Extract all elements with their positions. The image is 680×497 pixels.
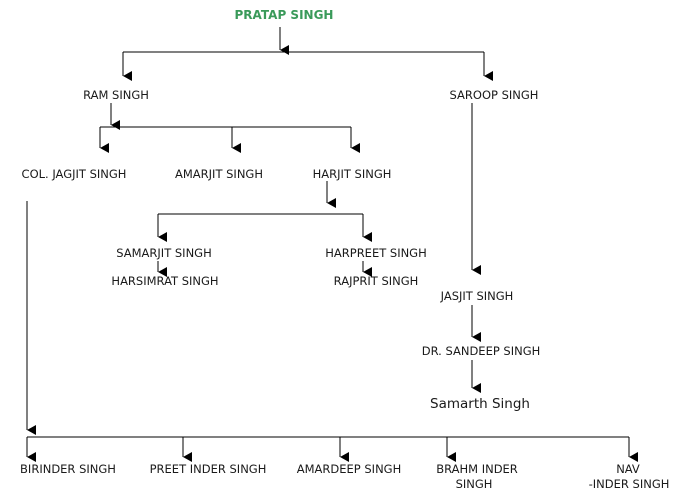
node-brahm-inder-singh-line2: SINGH [456, 477, 493, 491]
node-samarth-singh: Samarth Singh [430, 396, 530, 412]
node-nav-inder-singh-line1: NAV [616, 462, 640, 476]
node-harsimrat-singh: HARSIMRAT SINGH [111, 274, 218, 288]
node-birinder-singh: BIRINDER SINGH [20, 462, 116, 476]
node-dr-sandeep-singh: DR. SANDEEP SINGH [422, 344, 541, 358]
node-amardeep-singh: AMARDEEP SINGH [297, 462, 401, 476]
node-labels: PRATAP SINGH RAM SINGH SAROOP SINGH COL.… [20, 8, 669, 491]
node-brahm-inder-singh-line1: BRAHM INDER [436, 462, 518, 476]
node-ram-singh: RAM SINGH [83, 88, 149, 102]
node-jasjit-singh: JASJIT SINGH [440, 289, 514, 303]
node-col-jagjit-singh: COL. JAGJIT SINGH [22, 167, 127, 181]
connectors [26, 27, 638, 462]
node-saroop-singh: SAROOP SINGH [450, 88, 539, 102]
node-samarjit-singh: SAMARJIT SINGH [116, 246, 211, 260]
node-amarjit-singh: AMARJIT SINGH [175, 167, 263, 181]
node-nav-inder-singh-line2: -INDER SINGH [589, 477, 670, 491]
node-preet-inder-singh: PREET INDER SINGH [150, 462, 267, 476]
node-pratap-singh: PRATAP SINGH [235, 8, 334, 22]
node-harjit-singh: HARJIT SINGH [313, 167, 392, 181]
node-harpreet-singh: HARPREET SINGH [325, 246, 427, 260]
node-rajprit-singh: RAJPRIT SINGH [334, 274, 419, 288]
